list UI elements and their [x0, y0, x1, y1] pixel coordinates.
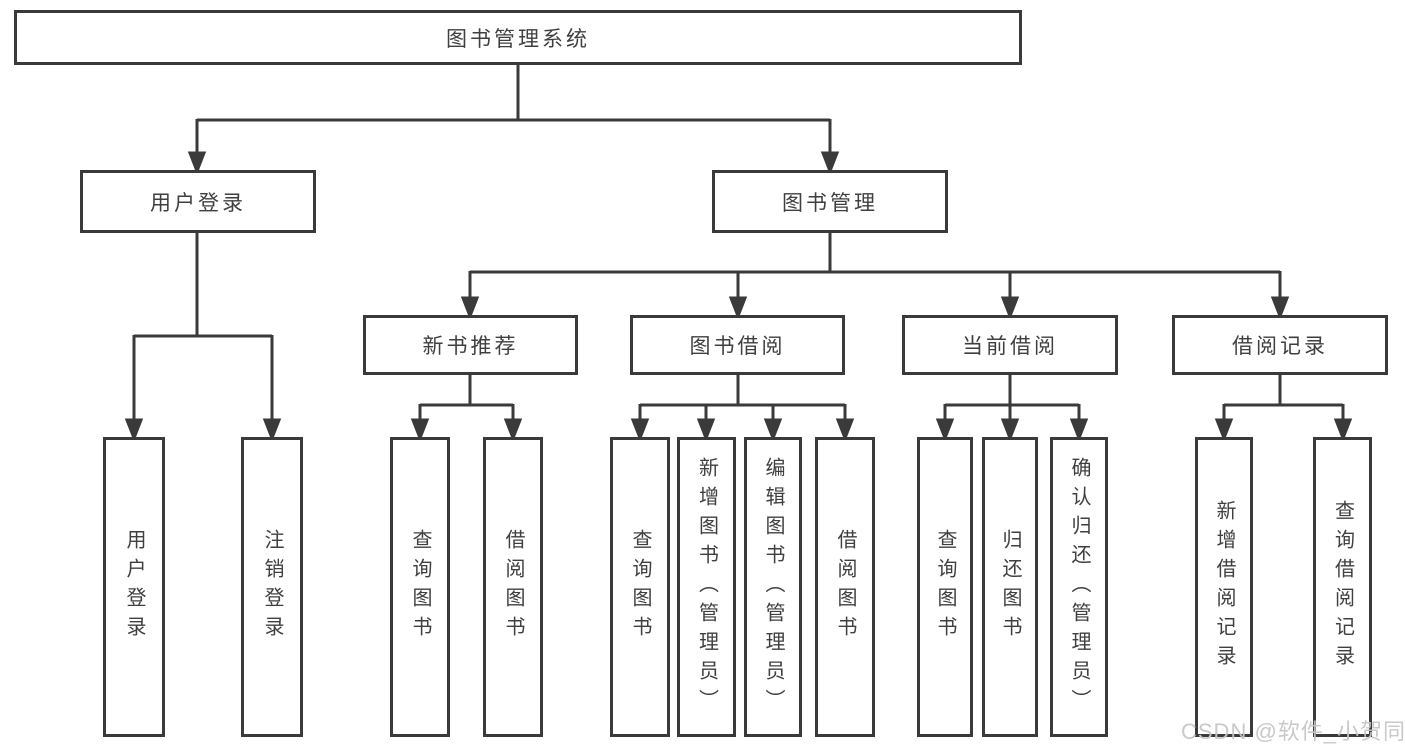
node-label: 借阅记录 — [1232, 335, 1328, 358]
node-label: 图书借阅 — [689, 335, 786, 358]
node-label: 注销登录 — [261, 529, 283, 645]
node-book-borrowing: 图书借阅 — [630, 315, 845, 375]
node-label: 查询图书 — [409, 529, 431, 645]
node-label: 用户登录 — [123, 529, 145, 645]
node-new-book-recommend: 新书推荐 — [363, 315, 578, 375]
node-label: 新书推荐 — [422, 335, 519, 358]
node-root: 图书管理系统 — [14, 10, 1022, 65]
node-leaf-add-book-admin: 新增图书（管理员） — [677, 437, 736, 737]
node-leaf-query-books-current: 查询图书 — [917, 437, 973, 737]
node-label: 编辑图书（管理员） — [762, 456, 784, 718]
csdn-watermark: CSDN @软件_小贺同学 — [1181, 719, 1405, 744]
node-current-borrowing: 当前借阅 — [902, 315, 1118, 375]
node-leaf-query-borrow-record: 查询借阅记录 — [1313, 437, 1372, 737]
node-leaf-query-books-borrowing: 查询图书 — [610, 437, 670, 737]
node-label: 查询图书 — [629, 529, 651, 645]
node-leaf-add-borrow-record: 新增借阅记录 — [1195, 437, 1253, 737]
node-user-login-branch: 用户登录 — [80, 170, 316, 233]
node-label: 查询借阅记录 — [1331, 500, 1354, 674]
node-leaf-borrow-books-recommend: 借阅图书 — [483, 437, 543, 737]
node-leaf-edit-book-admin: 编辑图书（管理员） — [744, 437, 802, 737]
node-root-label: 图书管理系统 — [446, 27, 590, 51]
node-leaf-query-books-recommend: 查询图书 — [390, 437, 450, 737]
node-label: 确认归还（管理员） — [1068, 456, 1090, 718]
node-leaf-logout: 注销登录 — [241, 437, 303, 737]
node-leaf-return-book: 归还图书 — [982, 437, 1038, 737]
node-borrowing-records: 借阅记录 — [1172, 315, 1388, 375]
node-label: 归还图书 — [999, 529, 1021, 645]
node-label: 借阅图书 — [502, 529, 524, 645]
node-label: 当前借阅 — [962, 335, 1058, 358]
node-label: 图书管理 — [782, 191, 878, 215]
node-book-management-branch: 图书管理 — [712, 170, 948, 233]
node-leaf-borrow-books-borrowing: 借阅图书 — [815, 437, 875, 737]
node-label: 新增借阅记录 — [1213, 500, 1235, 674]
node-label: 新增图书（管理员） — [695, 456, 718, 718]
node-leaf-confirm-return-admin: 确认归还（管理员） — [1050, 437, 1108, 737]
node-label: 查询图书 — [934, 529, 956, 645]
node-leaf-user-login: 用户登录 — [103, 437, 165, 737]
node-label: 用户登录 — [150, 191, 246, 215]
node-label: 借阅图书 — [834, 529, 856, 645]
